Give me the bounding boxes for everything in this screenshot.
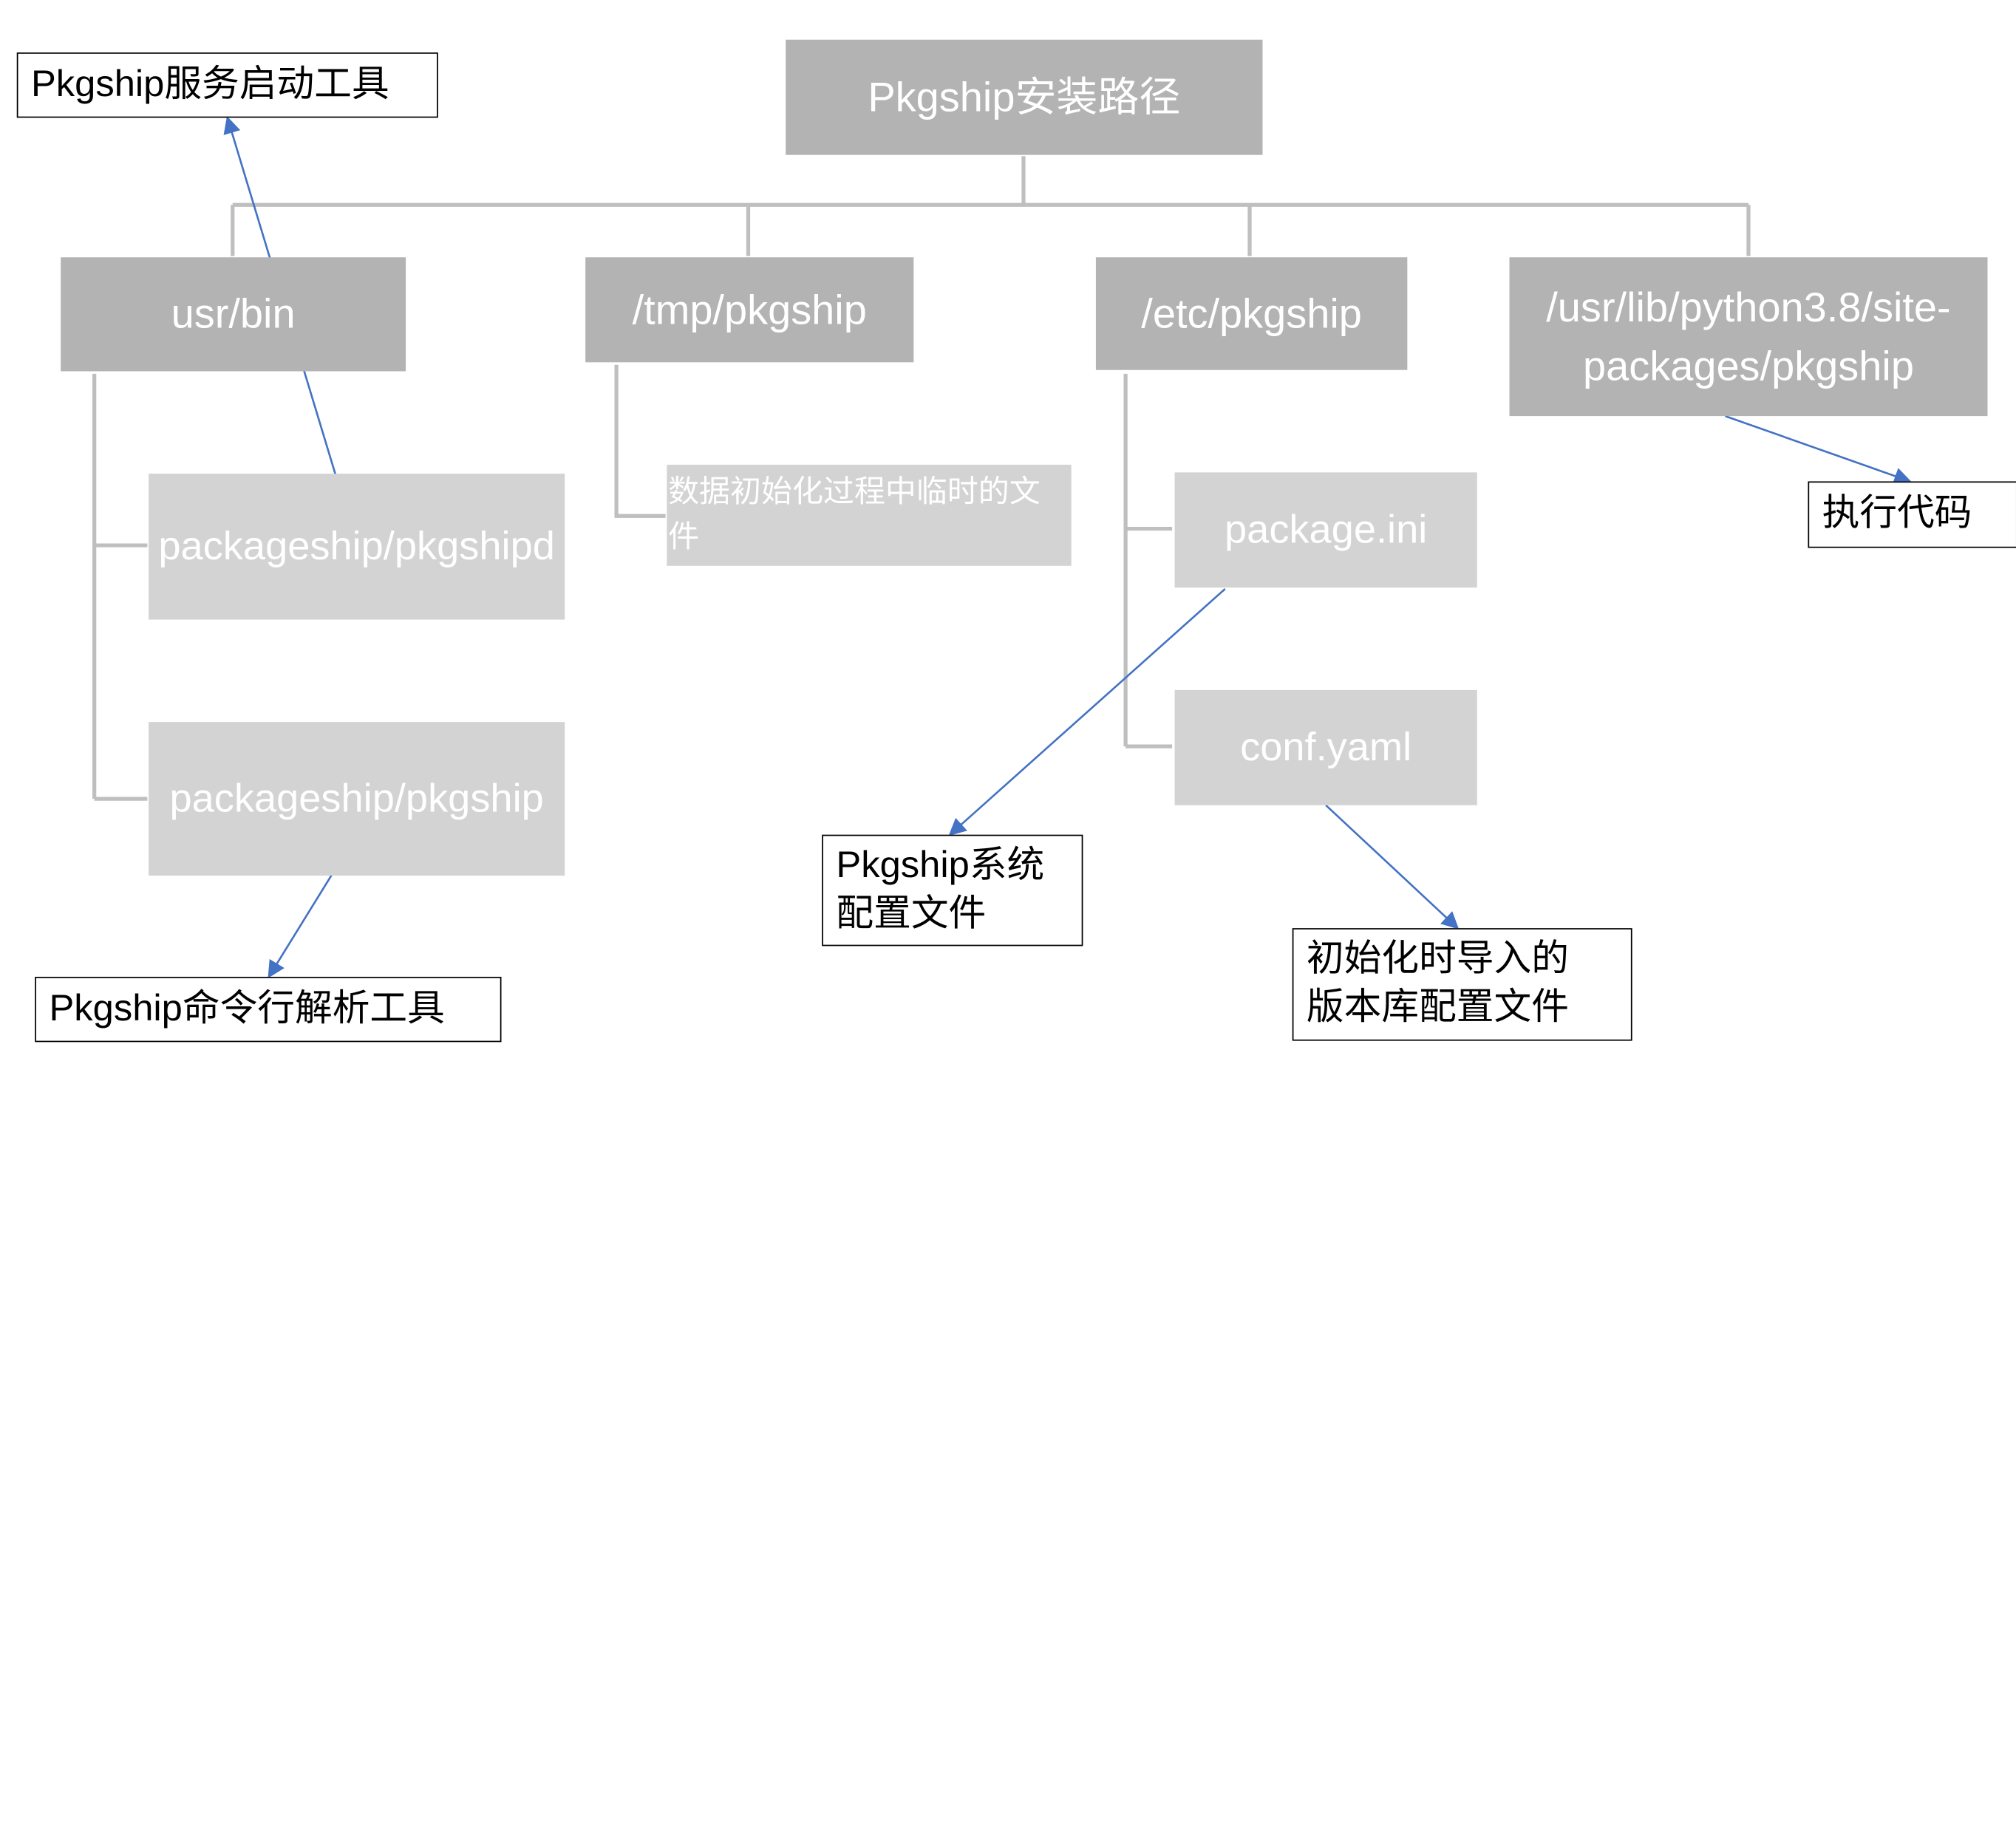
branch-tmp-pkgship: /tmp/pkgship — [585, 257, 914, 363]
note-service-tool-text: Pkgship服务启动工具 — [30, 64, 389, 105]
branch-site-packages: /usr/lib/python3.8/site- packages/pkgshi… — [1509, 257, 1988, 417]
leaf-package-ini-label: package.ini — [1225, 506, 1428, 551]
etc-children-connector — [1123, 373, 1173, 748]
branch-usr-bin: usr/bin — [61, 257, 406, 372]
leaf-conf-yaml-label: conf.yaml — [1240, 723, 1412, 769]
leaf-pkgshipd-label: packageship/pkgshipd — [158, 522, 555, 568]
arrow-site-packages-to-exec-note — [1725, 415, 1912, 485]
branch-site-packages-label: /usr/lib/python3.8/site- packages/pkgshi… — [1546, 283, 1951, 389]
arrow-package-ini-to-system-config-note — [948, 588, 1226, 836]
branch-usr-bin-label: usr/bin — [171, 290, 296, 338]
note-repo-config-text: 初始化时导入的 版本库配置文件 — [1306, 938, 1569, 1029]
leaf-tmp-description-label: 数据初始化过程中临时的文 件 — [668, 474, 1041, 554]
tmp-children-connector — [614, 364, 666, 518]
leaf-package-ini: package.ini — [1174, 472, 1477, 588]
note-repo-config: 初始化时导入的 版本库配置文件 — [1292, 928, 1632, 1041]
branch-etc-pkgship-label: /etc/pkgship — [1141, 290, 1362, 337]
leaf-pkgship: packageship/pkgship — [149, 722, 565, 876]
leaf-pkgship-label: packageship/pkgship — [169, 775, 544, 820]
note-cli-tool-text: Pkgship命令行解析工具 — [49, 987, 445, 1029]
note-exec-code-text: 执行代码 — [1822, 493, 1972, 534]
leaf-tmp-description: 数据初始化过程中临时的文 件 — [667, 464, 1072, 566]
note-system-config-text: Pkgship系统 配置文件 — [836, 845, 1045, 934]
root-node: Pkgship安装路径 — [786, 39, 1263, 155]
usr-bin-children-connector — [92, 373, 148, 801]
arrow-pkgship-to-cli-note — [268, 867, 337, 978]
leaf-conf-yaml: conf.yaml — [1174, 689, 1477, 805]
root-node-label: Pkgship安装路径 — [868, 74, 1181, 120]
note-exec-code: 执行代码 — [1808, 481, 2016, 548]
note-service-tool: Pkgship服务启动工具 — [16, 52, 438, 118]
note-system-config: Pkgship系统 配置文件 — [822, 834, 1083, 947]
branch-etc-pkgship: /etc/pkgship — [1095, 257, 1408, 370]
leaf-pkgshipd: packageship/pkgshipd — [149, 474, 565, 620]
note-cli-tool: Pkgship命令行解析工具 — [35, 976, 502, 1043]
arrow-conf-yaml-to-repo-config-note — [1325, 804, 1460, 930]
branch-tmp-pkgship-label: /tmp/pkgship — [632, 286, 867, 333]
